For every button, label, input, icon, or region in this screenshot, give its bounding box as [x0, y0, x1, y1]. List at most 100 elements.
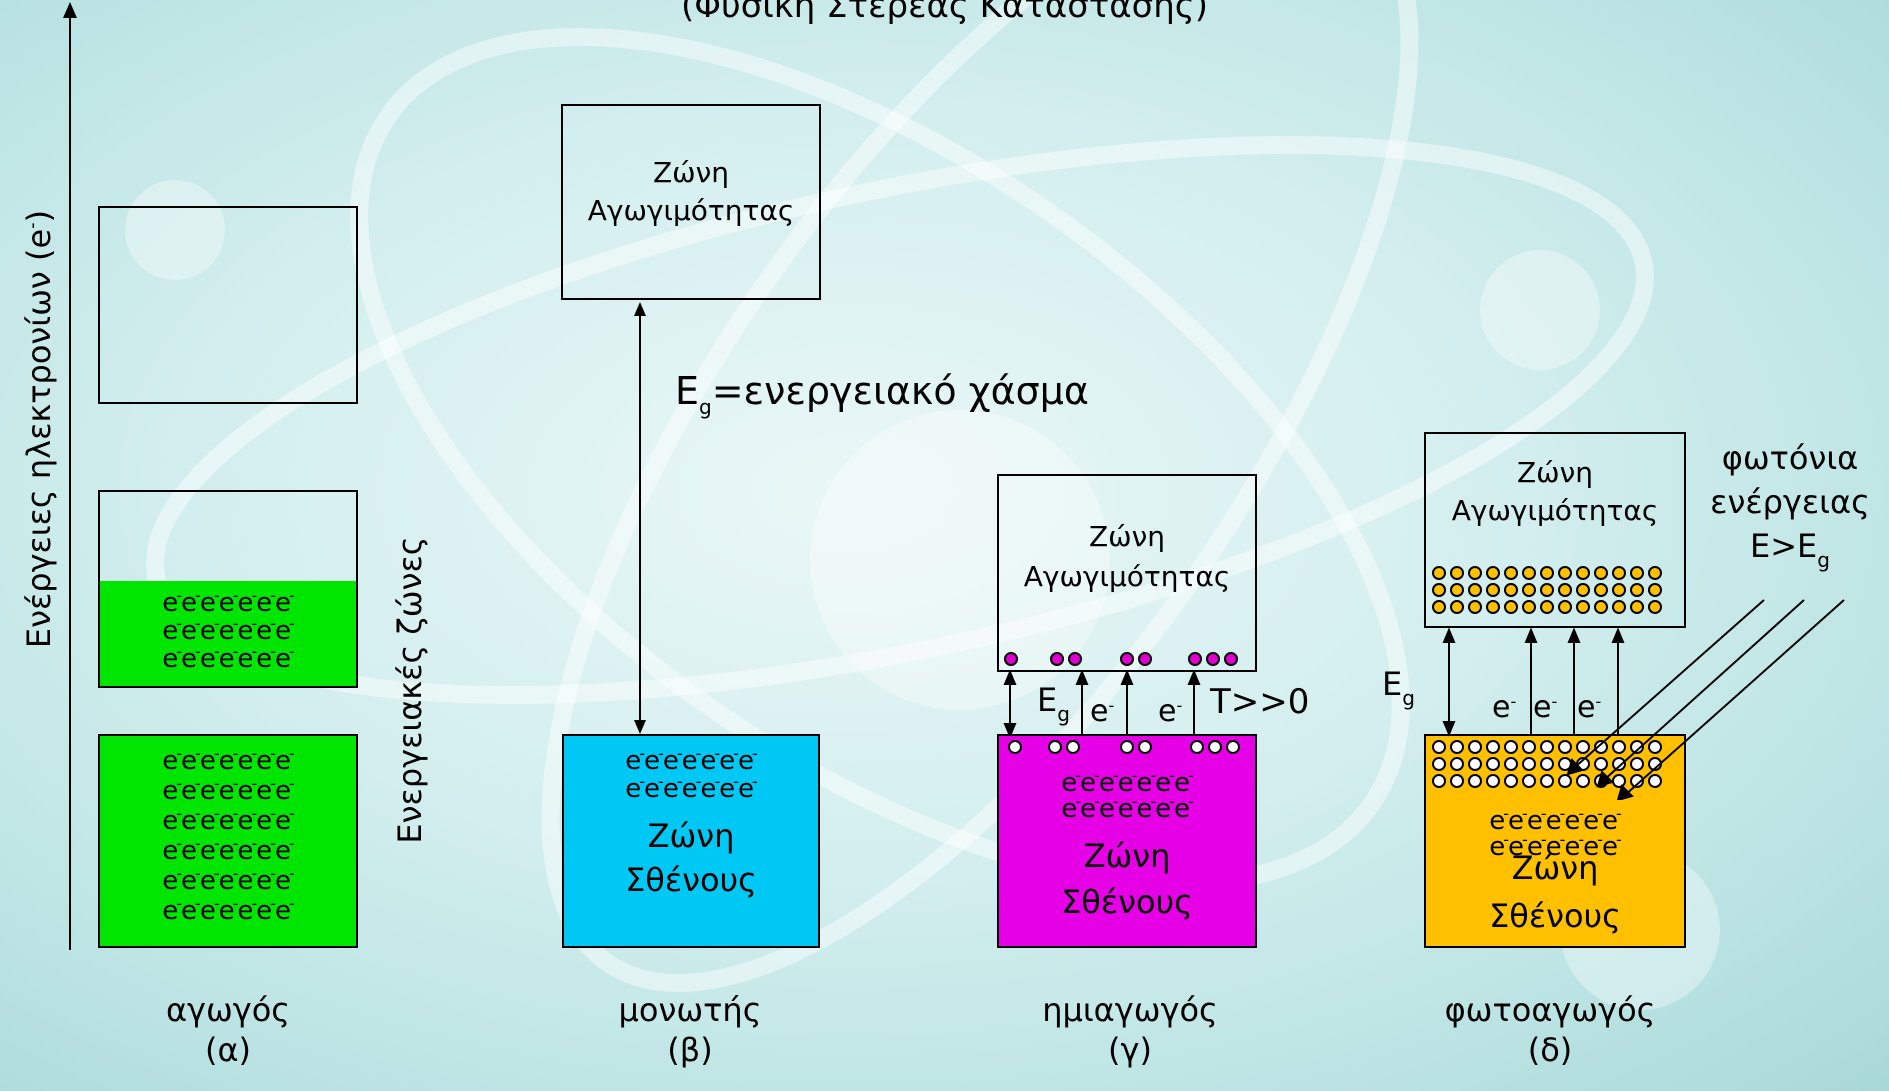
- hole-dot: [1612, 774, 1626, 788]
- hole-dot: [1576, 774, 1590, 788]
- electron-dot: [1522, 566, 1536, 580]
- gap-arrow: [634, 302, 646, 734]
- excited-electron: e-: [1090, 694, 1115, 729]
- hole-dot: [1066, 740, 1080, 754]
- electron-dot: [1522, 600, 1536, 614]
- gap-label: Eg=ενεργειακό χάσμα: [675, 369, 1089, 419]
- hole-dot: [1522, 774, 1536, 788]
- electron-dot: [1576, 566, 1590, 580]
- electron-dot: [1630, 583, 1644, 597]
- excitation-arrows: [1003, 672, 1201, 736]
- electron-dot: [1612, 566, 1626, 580]
- electron-dot: [1594, 566, 1608, 580]
- electron-dot: [1558, 566, 1572, 580]
- electron-dot: [1648, 583, 1662, 597]
- insulator-conduction-band: Ζώνη Αγωγιμότητας: [561, 104, 821, 300]
- electron-dot: [1432, 600, 1446, 614]
- caption-conductor: αγωγός(α): [165, 991, 291, 1069]
- electron-dot: [1206, 652, 1220, 666]
- electron-dot: [1432, 583, 1446, 597]
- semiconductor-conduction-band: Ζώνη Αγωγιμότητας: [997, 474, 1257, 672]
- electron-dot: [1068, 652, 1082, 666]
- hole-dot: [1190, 740, 1204, 754]
- electron-dot: [1004, 652, 1018, 666]
- hole-dot: [1612, 740, 1626, 754]
- excited-electron: e-: [1577, 690, 1602, 725]
- hole-dot: [1048, 740, 1062, 754]
- electron-dot: [1540, 583, 1554, 597]
- hole-dot: [1486, 740, 1500, 754]
- electron-dot: [1486, 583, 1500, 597]
- excited-electron: e-: [1533, 690, 1558, 725]
- hole-dot: [1432, 757, 1446, 771]
- hole-dot: [1468, 740, 1482, 754]
- conductor-middle-band: e-e-e-e-e-e-e- e-e-e-e-e-e-e- e-e-e-e-e-…: [98, 490, 358, 688]
- hole-dot: [1630, 740, 1644, 754]
- hole-dot: [1504, 740, 1518, 754]
- hole-dot: [1648, 774, 1662, 788]
- electron-dot: [1050, 652, 1064, 666]
- electron-dot: [1468, 583, 1482, 597]
- hole-dot: [1486, 774, 1500, 788]
- electron-dot: [1486, 566, 1500, 580]
- hole-dot: [1226, 740, 1240, 754]
- hole-dot: [1468, 757, 1482, 771]
- electron-dot: [1224, 652, 1238, 666]
- electron-dot: [1120, 652, 1134, 666]
- hole-dot: [1450, 740, 1464, 754]
- hole-dot: [1468, 774, 1482, 788]
- hole-dot: [1648, 740, 1662, 754]
- electron-dot: [1468, 600, 1482, 614]
- hole-dot: [1208, 740, 1222, 754]
- insulator-valence-band: e-e-e-e-e-e-e- e-e-e-e-e-e-e- Ζώνη Σθένο…: [562, 734, 820, 948]
- hole-dot: [1594, 740, 1608, 754]
- hole-dot: [1504, 757, 1518, 771]
- electron-dot: [1576, 600, 1590, 614]
- hole-dot: [1432, 774, 1446, 788]
- electron-dot: [1630, 566, 1644, 580]
- hole-dot: [1630, 774, 1644, 788]
- temperature-label: T>>0: [1210, 682, 1310, 722]
- electron-dot: [1558, 600, 1572, 614]
- electron-row: e-e-e-e-e-e-e-: [162, 586, 294, 618]
- excited-electron: e-: [1492, 690, 1517, 725]
- hole-dot: [1540, 757, 1554, 771]
- hole-dot: [1540, 740, 1554, 754]
- hole-dot: [1486, 757, 1500, 771]
- excited-electron: e-: [1158, 694, 1183, 729]
- electron-dot: [1188, 652, 1202, 666]
- electron-dot: [1522, 583, 1536, 597]
- semiconductor-valence-band: e-e-e-e-e-e-e- e-e-e-e-e-e-e- Ζώνη Σθένο…: [997, 734, 1257, 948]
- hole-dot: [1612, 757, 1626, 771]
- electron-dot: [1504, 600, 1518, 614]
- electron-dot: [1612, 583, 1626, 597]
- energy-axis: [63, 2, 77, 950]
- electron-dot: [1450, 600, 1464, 614]
- electron-dot: [1648, 600, 1662, 614]
- page-title: (Φυσική Στερεάς Κατάστασης): [681, 0, 1208, 26]
- hole-dot: [1450, 774, 1464, 788]
- semiconductor-gap-label: Eg: [1037, 681, 1070, 726]
- electron-row: e-e-e-e-e-e-e-: [162, 642, 294, 674]
- conductor-upper-band: [98, 206, 358, 404]
- photon-arrows: [1442, 599, 1845, 800]
- hole-dot: [1138, 740, 1152, 754]
- electron-dot: [1612, 600, 1626, 614]
- hole-dot: [1450, 757, 1464, 771]
- electron-dot: [1450, 566, 1464, 580]
- electron-dot: [1138, 652, 1152, 666]
- hole-dot: [1576, 740, 1590, 754]
- photoconductor-conduction-band: Ζώνη Αγωγιμότητας: [1424, 432, 1686, 628]
- electron-dot: [1468, 566, 1482, 580]
- photoconductor-gap-label: Eg: [1382, 665, 1415, 710]
- electron-row: e-e-e-e-e-e-e-: [162, 614, 294, 646]
- electron-dot: [1648, 566, 1662, 580]
- electron-dot: [1486, 600, 1500, 614]
- caption-semiconductor: ημιαγωγός(γ): [1042, 991, 1218, 1069]
- hole-dot: [1008, 740, 1022, 754]
- electron-dot: [1540, 566, 1554, 580]
- hole-dot: [1630, 757, 1644, 771]
- electron-dot: [1450, 583, 1464, 597]
- electron-dot: [1504, 583, 1518, 597]
